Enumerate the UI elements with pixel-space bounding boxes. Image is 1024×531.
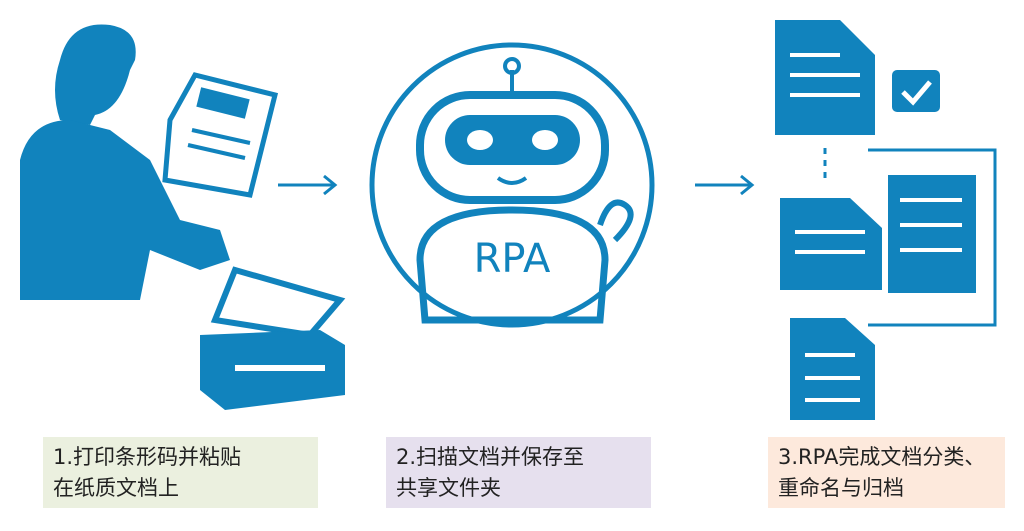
robot-icon: RPA: [369, 42, 655, 328]
step-2-line2: 共享文件夹: [396, 476, 501, 500]
arrow-right-icon: [695, 174, 755, 196]
rpa-badge: RPA: [474, 236, 551, 282]
arrow-right-icon: [278, 174, 338, 196]
scanner-icon: [200, 266, 346, 410]
step-3-line1: 3.RPA完成文档分类、: [778, 445, 986, 469]
documents-icon: [775, 20, 997, 420]
step-3-line2: 重命名与归档: [778, 476, 904, 500]
step-3-label: 3.RPA完成文档分类、 重命名与归档: [768, 437, 1005, 508]
step-1-label: 1.打印条形码并粘贴 在纸质文档上: [43, 437, 318, 508]
person-icon: [20, 24, 230, 300]
step-2-line1: 2.扫描文档并保存至: [396, 445, 585, 469]
step-1-line2: 在纸质文档上: [53, 476, 179, 500]
step-1-line1: 1.打印条形码并粘贴: [53, 445, 242, 469]
barcode-paper-icon: [162, 72, 279, 198]
step-2-label: 2.扫描文档并保存至 共享文件夹: [386, 437, 651, 508]
